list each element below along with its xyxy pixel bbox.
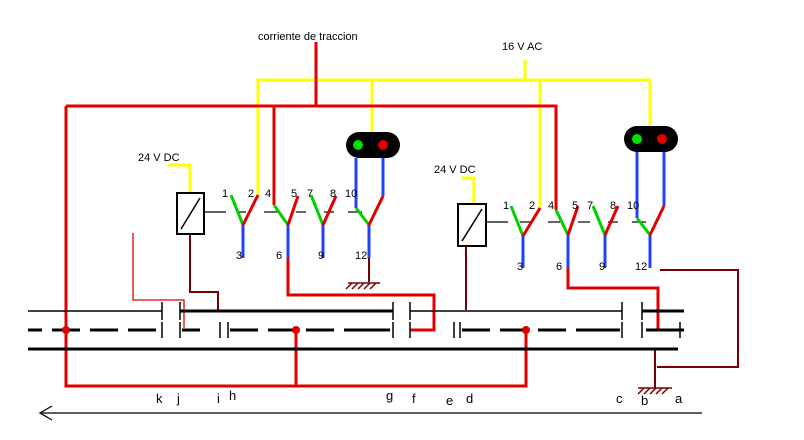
relay-coil-right xyxy=(457,203,487,247)
signal-right-red-lamp xyxy=(657,134,667,144)
svg-text:2: 2 xyxy=(248,188,254,200)
contact-left-4 xyxy=(354,165,385,258)
direction-arrow xyxy=(38,405,702,421)
svg-text:j: j xyxy=(176,391,180,406)
contact-left-2 xyxy=(272,195,300,258)
svg-text:3: 3 xyxy=(517,261,523,273)
svg-text:10: 10 xyxy=(345,188,357,200)
svg-text:4: 4 xyxy=(548,200,554,212)
svg-text:b: b xyxy=(641,393,648,408)
svg-text:8: 8 xyxy=(610,200,616,212)
signal-left xyxy=(346,132,400,166)
svg-text:c: c xyxy=(616,391,623,406)
svg-text:a: a xyxy=(675,391,683,406)
svg-text:h: h xyxy=(229,388,236,403)
contacts-right xyxy=(509,146,666,268)
svg-text:f: f xyxy=(412,391,416,406)
svg-text:e: e xyxy=(446,393,453,408)
contacts-left xyxy=(229,165,385,258)
dc-feed-right xyxy=(462,176,476,204)
svg-text:6: 6 xyxy=(276,250,282,262)
svg-text:d: d xyxy=(466,391,473,406)
svg-text:5: 5 xyxy=(291,188,297,200)
svg-text:5: 5 xyxy=(572,200,578,212)
contact-right-1 xyxy=(509,205,542,268)
ac-supply-label: 16 V AC xyxy=(502,41,542,53)
svg-text:k: k xyxy=(156,391,163,406)
svg-text:12: 12 xyxy=(355,250,367,262)
dc-right-label: 24 V DC xyxy=(434,164,476,176)
svg-text:1: 1 xyxy=(503,200,509,212)
svg-text:12: 12 xyxy=(635,261,647,273)
svg-text:10: 10 xyxy=(627,200,639,212)
thin-red-wire xyxy=(132,233,185,328)
signal-left-red-lamp xyxy=(378,140,388,150)
signal-right-green-lamp xyxy=(632,134,642,144)
contact-left-1 xyxy=(229,194,260,258)
svg-text:7: 7 xyxy=(307,188,313,200)
dc-feed-left xyxy=(168,163,192,193)
connection-dots xyxy=(62,326,530,334)
track-dashed-rail xyxy=(28,322,684,338)
track-upper-rail xyxy=(28,302,684,320)
svg-text:i: i xyxy=(217,391,220,406)
svg-text:g: g xyxy=(386,388,393,403)
signal-right xyxy=(624,126,678,152)
relay-coil-left xyxy=(176,192,205,235)
ground-symbol-left xyxy=(345,282,380,290)
contact-numbers-right: 1 2 4 5 7 8 10 3 6 9 12 xyxy=(503,200,647,273)
track-section-letters: k j i h g f e d c b a xyxy=(156,388,683,408)
ground-symbol-right xyxy=(637,387,672,395)
svg-text:9: 9 xyxy=(318,250,324,262)
svg-text:3: 3 xyxy=(236,250,242,262)
contact-right-4 xyxy=(635,146,666,268)
contact-numbers-left: 1 2 4 5 7 8 10 3 6 9 12 xyxy=(222,188,367,262)
contact-right-2 xyxy=(554,205,580,268)
svg-text:2: 2 xyxy=(529,200,535,212)
dc-left-label: 24 V DC xyxy=(138,152,180,164)
svg-text:7: 7 xyxy=(587,200,593,212)
svg-text:1: 1 xyxy=(222,188,228,200)
traction-current-label: corriente de traccion xyxy=(258,31,358,43)
svg-text:6: 6 xyxy=(556,261,562,273)
svg-text:8: 8 xyxy=(330,188,336,200)
contact-left-3 xyxy=(309,194,338,258)
svg-text:4: 4 xyxy=(265,188,271,200)
contact-right-3 xyxy=(591,205,620,268)
svg-text:9: 9 xyxy=(599,261,605,273)
brown-wiring xyxy=(189,234,739,388)
signal-left-green-lamp xyxy=(353,140,363,150)
